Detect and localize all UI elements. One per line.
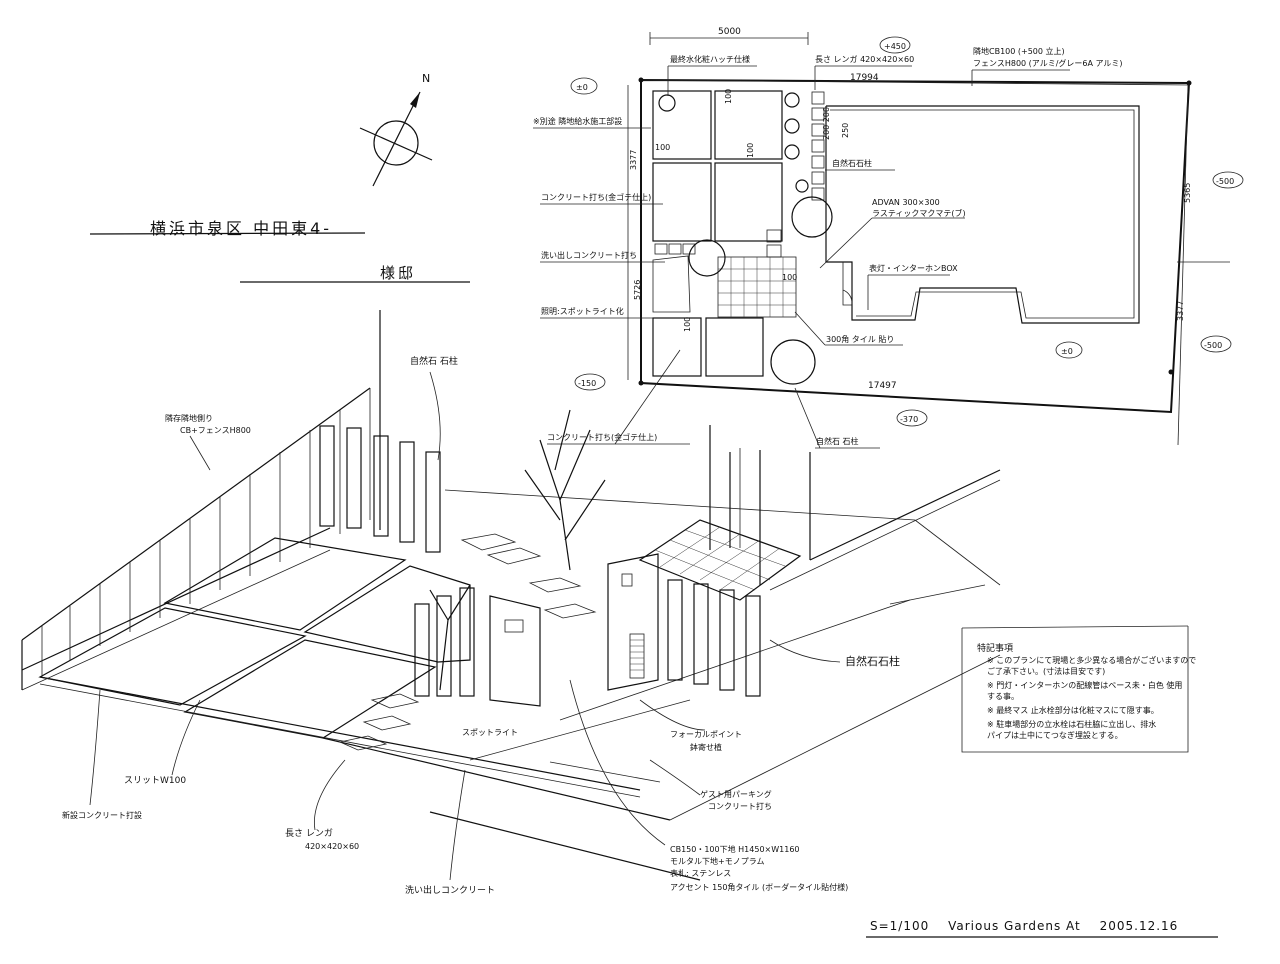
perspective-callouts: 隣存隣地側り CB+フェンスH800 自然石 石柱 自然石石柱 フォーカルポイン…: [62, 355, 900, 896]
persp-label-existing-fence-1: 隣存隣地側り: [165, 413, 213, 423]
persp-label-focal-2: 鉢寄せ植: [690, 742, 722, 752]
persp-label-wash: 洗い出しコンクリート: [405, 884, 495, 896]
plan-label-tile: 300角 タイル 貼り: [826, 334, 894, 344]
dim-5000: 5000: [718, 27, 741, 37]
plan-label-hatch: 最終水化粧ハッチ仕様: [670, 54, 750, 64]
dim-3377-right: 3377: [1176, 301, 1185, 321]
dim-100-c: 100: [655, 143, 670, 152]
stone-pillars-left: [319, 425, 441, 553]
studio-name: Various Gardens At: [948, 919, 1081, 933]
tree-sketch: [429, 409, 606, 691]
persp-spec-2: モルタル下地+モノプラム: [670, 856, 764, 866]
plan-label-natural-stone-1: 自然石石柱: [832, 158, 872, 168]
dim-100-d: 100: [683, 317, 692, 332]
persp-spec-1: CB150・100下地 H1450×W1160: [670, 844, 800, 854]
persp-label-guest-1: ゲスト用パーキング: [700, 789, 772, 799]
level-zero-left: ±0: [576, 83, 588, 92]
dim-17994: 17994: [850, 73, 879, 83]
note-line: ※ 最終マス 止水栓部分は化粧マスにて隠す事。: [987, 706, 1159, 715]
persp-label-natural-stone-top: 自然石 石柱: [410, 355, 458, 367]
note-line: ※ 門灯・インターホンの配線管はベース未・白色 使用: [987, 681, 1183, 690]
dim-5365: 5365: [1183, 183, 1192, 203]
level-neg500-a: -500: [1216, 177, 1234, 186]
dim-100-b: 100: [746, 143, 755, 158]
level-zero-house: ±0: [1061, 347, 1073, 356]
drawing-date: 2005.12.16: [1099, 919, 1179, 933]
north-arrow-icon: N: [359, 72, 433, 187]
dim-200: 200 200: [822, 107, 831, 140]
dim-100-e: 100: [782, 273, 797, 282]
plan-callouts: 最終水化粧ハッチ仕様 長さ レンガ 420×420×60 隣地CB100 (+5…: [533, 46, 1123, 449]
stepping-stones: [338, 533, 597, 751]
persp-label-spotlight: スポットライト: [462, 728, 518, 737]
persp-label-natural-stone-right: 自然石石柱: [845, 654, 900, 668]
level-neg370: -370: [900, 415, 918, 424]
plan-label-brick: 長さ レンガ 420×420×60: [815, 54, 914, 64]
scale-label: S=1/100: [870, 919, 930, 933]
concrete-slabs: [38, 537, 1001, 881]
tile-area: [717, 256, 797, 318]
dim-3377-left: 3377: [629, 150, 638, 170]
plan-label-natural-stone-2: 自然石 石柱: [816, 436, 859, 446]
plan-label-fence-2: フェンスH800 (アルミ/グレー6A アルミ): [973, 58, 1123, 68]
dim-17497: 17497: [868, 381, 897, 391]
plan-label-lighting: 照明:スポットライト化: [541, 306, 624, 316]
plan-label-wash-concrete: 洗い出しコンクリート打ち: [541, 250, 637, 260]
persp-label-existing-fence-2: CB+フェンスH800: [180, 426, 251, 435]
notes-title: 特記事項: [977, 644, 1014, 654]
note-line: ※ このプランにて現場と多少異なる場合がございますので: [987, 656, 1197, 665]
perimeter-fence: [21, 310, 1001, 691]
plan-label-concrete-1: コンクリート打ち(金ゴテ仕上): [541, 192, 651, 202]
persp-label-brick-1: 長さ レンガ: [285, 828, 333, 839]
site-title: 横浜市泉区 中田東4-: [150, 219, 333, 238]
building-facade: [709, 425, 1001, 591]
plan-label-separate: ※別途 隣地給水施工部設: [533, 116, 622, 126]
title-footer: S=1/100 Various Gardens At 2005.12.16: [870, 919, 1192, 933]
persp-label-slit: スリットW100: [124, 776, 186, 786]
feature-wall: [607, 553, 659, 691]
note-line: する事。: [987, 692, 1019, 701]
persp-label-existing-concrete: 新設コンクリート打設: [62, 810, 142, 820]
notes-frame: [961, 625, 1189, 753]
site-plan: 5000 17994 17497 5365 3377 3377 5726: [533, 27, 1244, 449]
entrance-wall: [414, 587, 541, 707]
plan-label-post: 表灯・インターホンBOX: [869, 263, 958, 273]
perspective-view: 隣存隣地側り CB+フェンスH800 自然石 石柱 自然石石柱 フォーカルポイン…: [21, 310, 1001, 896]
paving-slabs: [652, 90, 783, 377]
stone-pillars-right: [667, 579, 761, 697]
tile-porch: [638, 519, 802, 601]
note-line: ※ 駐車場部分の立水栓は石柱脇に立出し、排水: [987, 720, 1157, 729]
dim-5726: 5726: [633, 280, 642, 300]
plan-label-fence-1: 隣地CB100 (+500 立上): [973, 46, 1065, 56]
level-neg150: -150: [578, 379, 596, 388]
client-name: 様邸: [380, 264, 417, 282]
level-pos450: +450: [884, 42, 906, 51]
persp-label-focal-1: フォーカルポイント: [670, 730, 742, 739]
brick-path: [654, 91, 825, 258]
persp-spec-3: 表札: ステンレス: [670, 868, 731, 878]
dim-250: 250: [841, 123, 850, 138]
level-neg500-b: -500: [1204, 341, 1222, 350]
title-block: [89, 232, 470, 283]
plan-label-advan: ADVAN 300×300: [872, 198, 940, 207]
note-line: ご了承下さい。(寸法は目安です): [987, 667, 1106, 676]
plan-label-concrete-2: コンクリート打ち(金ゴテ仕上): [547, 432, 657, 442]
note-line: パイプは土中にてつなぎ埋設とする。: [987, 731, 1123, 740]
persp-spec-4: アクセント 150角タイル (ボーダータイル貼付様): [670, 882, 848, 892]
persp-label-guest-2: コンクリート打ち: [708, 801, 772, 811]
plan-label-advan-sub: ラスティックマクマテ(ブ): [872, 208, 966, 218]
north-label: N: [422, 72, 430, 85]
plan-trees: [658, 92, 833, 385]
dim-100-a: 100: [724, 89, 733, 104]
persp-label-brick-2: 420×420×60: [305, 842, 359, 851]
